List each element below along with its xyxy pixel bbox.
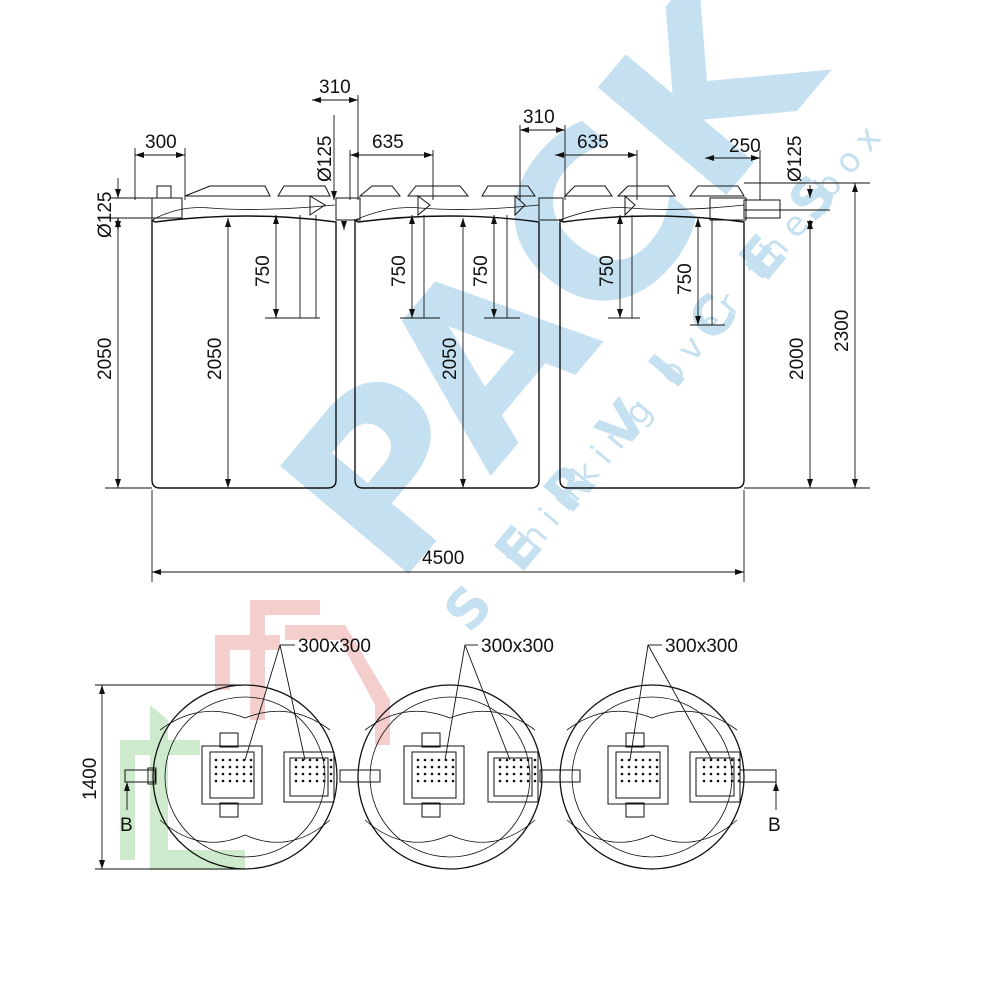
plan-texts: 300x300 300x300 300x300 1400 B B	[80, 636, 781, 836]
tank-2-plan	[357, 684, 543, 870]
section-label-left: B	[120, 815, 133, 836]
plan-callout-leaders	[244, 644, 713, 761]
tank-1-plan	[147, 684, 338, 870]
elevation-dimension-texts: 300 310 Ø125 635 310 635 250 Ø125 Ø125 2…	[95, 77, 853, 569]
plan-grate-dots	[214, 758, 741, 783]
callout-300x300-2: 300x300	[481, 636, 554, 657]
elevation-view	[105, 95, 870, 582]
section-label-right: B	[768, 815, 781, 836]
dim-1400: 1400	[80, 758, 101, 800]
dim-310-left: 310	[319, 77, 351, 98]
callout-300x300-1: 300x300	[298, 636, 371, 657]
dim-635-right: 635	[577, 132, 609, 153]
dim-310-right: 310	[523, 107, 555, 128]
dim-2300: 2300	[832, 310, 853, 352]
dim-4500: 4500	[422, 548, 464, 569]
dim-250: 250	[729, 136, 761, 157]
tank-1-elevation	[151, 185, 361, 489]
dim-750-tank1: 750	[253, 255, 274, 287]
plan-dimension-1400	[95, 684, 245, 870]
dim-635-left: 635	[372, 132, 404, 153]
dim-300: 300	[145, 132, 177, 153]
dim-phi125-top-right: Ø125	[785, 136, 806, 182]
dim-2050-outer: 2050	[95, 338, 116, 380]
watermark-logo-mark	[120, 600, 390, 870]
elevation-dimension-lines	[105, 95, 870, 582]
dim-2050-tank1: 2050	[205, 338, 226, 380]
section-arrows	[124, 782, 779, 810]
dim-2000: 2000	[787, 338, 808, 380]
tank-2-elevation	[354, 185, 564, 489]
callout-300x300-3: 300x300	[665, 636, 738, 657]
dim-750-tank2a: 750	[389, 255, 410, 287]
dim-750-tank3b: 750	[675, 263, 696, 295]
tank-3-plan	[559, 684, 745, 870]
watermark: PACK SERVICES thinking over the box	[120, 0, 896, 870]
dim-750-tank3a: 750	[597, 255, 618, 287]
dim-2050-tank2: 2050	[440, 338, 461, 380]
dim-phi125-top-left: Ø125	[315, 136, 336, 182]
plan-view	[95, 644, 779, 870]
dim-750-tank2b: 750	[471, 255, 492, 287]
dim-phi125-side-left: Ø125	[95, 192, 116, 238]
